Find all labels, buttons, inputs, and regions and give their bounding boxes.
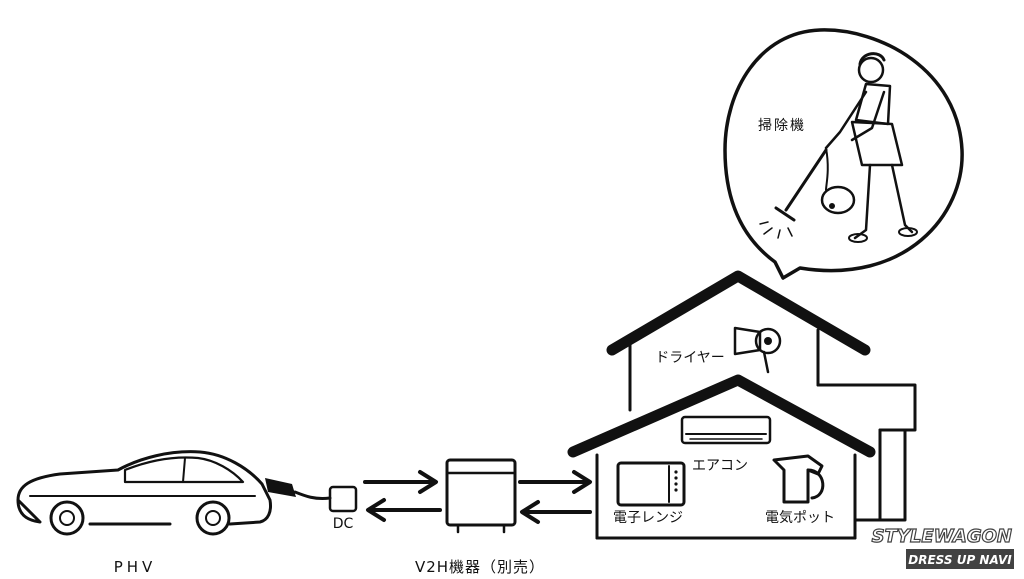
dc-label: DC — [333, 516, 354, 532]
speech-bubble — [723, 28, 964, 280]
air-conditioner-icon — [680, 415, 772, 445]
microwave-label: 電子レンジ — [613, 510, 683, 526]
dc-converter — [328, 485, 358, 513]
watermark-line2: DRESS UP NAVI — [908, 553, 1012, 567]
microwave-icon — [616, 461, 686, 507]
arrows-dc-v2h — [363, 470, 442, 522]
v2h-device — [445, 458, 517, 534]
watermark-logo: STYLEWAGON DRESS UP NAVI — [871, 525, 1014, 569]
vacuum-label: 掃除機 — [758, 117, 806, 134]
pot-label: 電気ポット — [765, 510, 835, 526]
watermark-line1: STYLEWAGON — [872, 526, 1012, 547]
v2h-label: V2H機器（別売） — [415, 558, 545, 576]
arrows-v2h-house — [518, 470, 592, 524]
electric-pot-icon — [772, 454, 825, 504]
phv-car — [16, 450, 272, 536]
aircon-label: エアコン — [692, 458, 748, 474]
house — [567, 270, 917, 540]
car-label: PHV — [114, 558, 157, 576]
hair-dryer-icon — [733, 326, 782, 374]
person-vacuuming-icon — [759, 52, 918, 243]
charging-cable — [265, 478, 332, 500]
dryer-label: ドライヤー — [655, 350, 725, 366]
